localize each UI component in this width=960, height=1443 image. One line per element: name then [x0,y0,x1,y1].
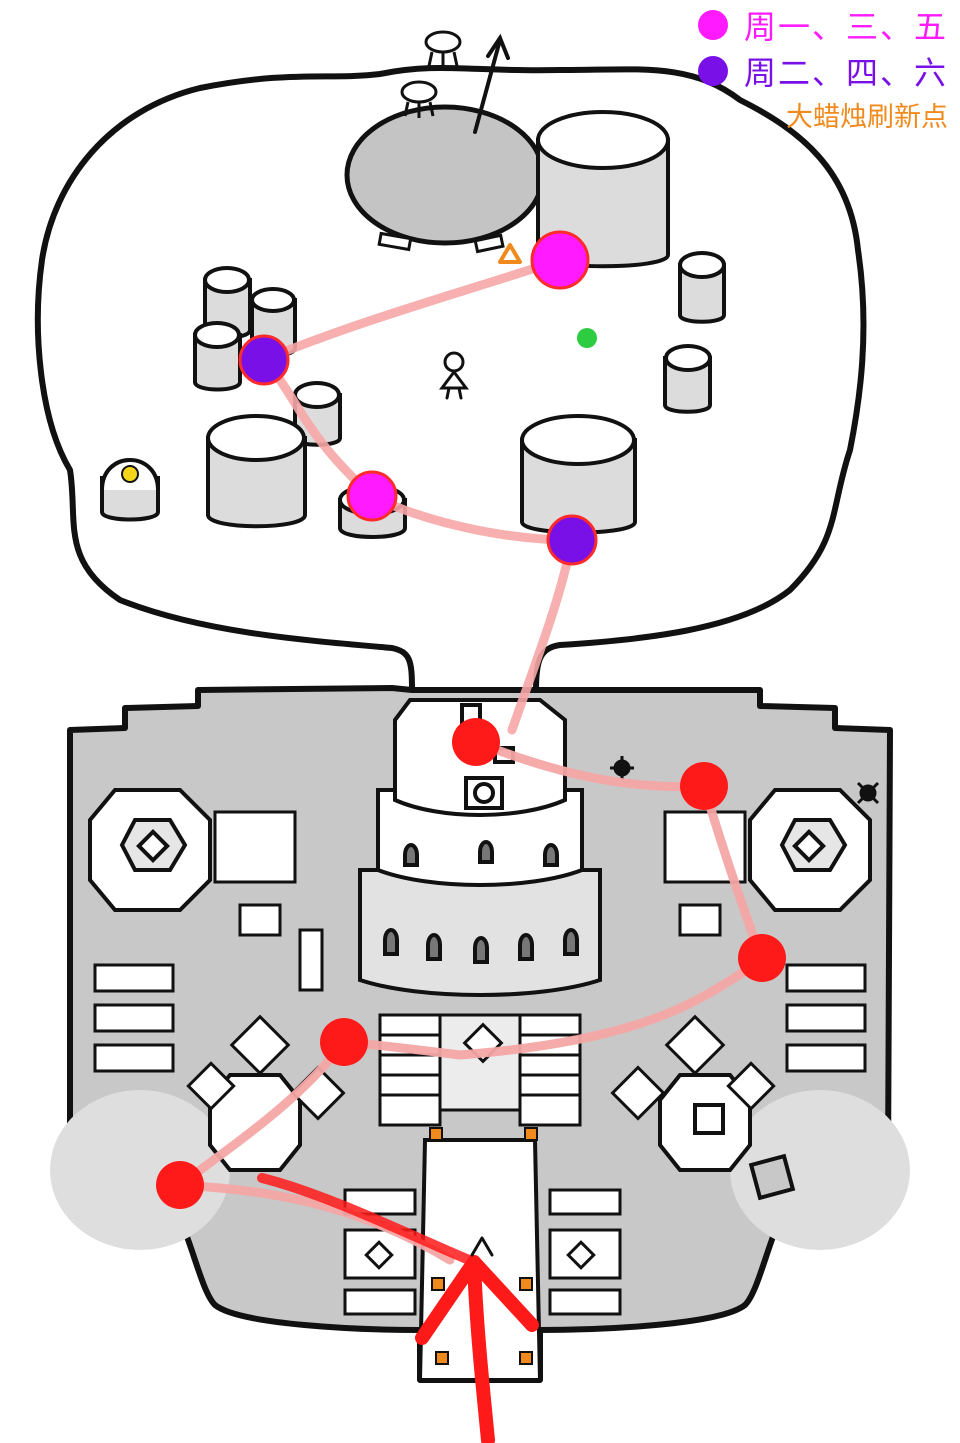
legend-label-tts: 周二、四、六 [743,54,948,92]
entrance-arrow-icon [467,1255,495,1443]
direction-arrow-icon [473,33,510,134]
pillar-top [664,344,712,372]
pillar [678,263,726,324]
mound-step-right [473,233,505,254]
lanterns [429,1127,538,1365]
legend: 周一、三、五 周二、四、六 大蜡烛刷新点 [658,2,948,134]
stop-tts [238,334,290,386]
stop-mwf [530,230,590,290]
entrance-arrow-tail [257,1173,479,1267]
light-patch [50,1090,230,1250]
candle-marker-icon [498,243,522,264]
legend-item-tts: 周二、四、六 [658,48,948,94]
crab-icon [856,781,880,805]
pillar-top [250,287,296,313]
pillar-top [520,414,636,466]
pillar [193,333,242,392]
upper-island [34,30,867,693]
pillar [206,436,307,529]
jellyfish-icon [424,30,462,68]
pillar-top [206,414,306,462]
dot-icon [697,10,728,40]
pillar-top [536,110,670,170]
mound-step-left [377,231,413,252]
light-icon [121,465,139,483]
crosshair-icon [610,756,634,780]
stop-red [738,934,786,982]
dot-icon [697,56,728,86]
light-patch [730,1090,910,1250]
corner-towers [88,788,872,1201]
spirit-icon [577,328,597,348]
legend-label-candle: 大蜡烛刷新点 [786,101,948,133]
stop-red [156,1161,204,1209]
pillar-top [193,321,241,349]
pillar-top [678,251,726,279]
stop-red [452,718,500,766]
pillar [663,356,712,414]
stop-tts [546,514,598,566]
benches [93,810,867,1316]
jellyfish-icon [400,80,438,118]
stop-red [680,762,728,810]
legend-item-candle: 大蜡烛刷新点 [658,94,948,134]
legend-item-mwf: 周一、三、五 [658,2,948,48]
route-stops [156,230,786,1209]
legend-label-mwf: 周一、三、五 [743,8,948,46]
player-figure-icon [439,351,469,400]
pillar-top [293,381,341,409]
diamond-tiles [186,1014,776,1121]
stop-red [320,1018,368,1066]
pillar-top [203,266,251,294]
stop-mwf [346,470,398,522]
corridor-arrow-icon [470,1236,494,1257]
central-tower [358,698,602,997]
central-mound [344,104,546,246]
main-stairs [378,1013,582,1127]
